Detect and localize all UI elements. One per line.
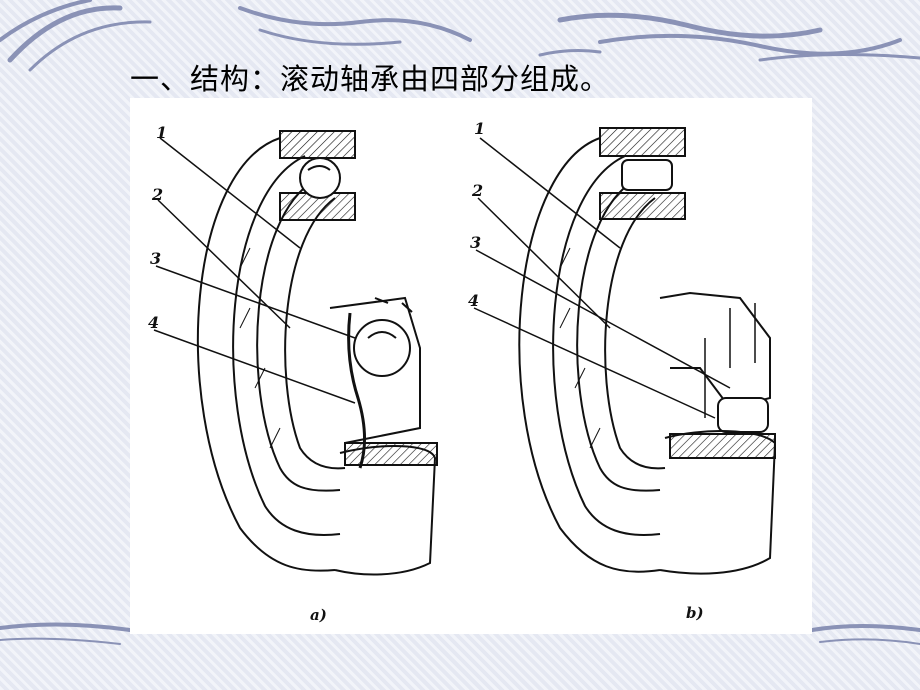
- label-2-b: 2: [471, 181, 483, 200]
- label-4-b: 4: [468, 291, 479, 310]
- leader-line-1-a: [159, 137, 301, 249]
- leader-line-3-a: [155, 265, 356, 339]
- roller-bearing-drawing: [473, 127, 777, 575]
- decorative-swirl-top: [0, 0, 920, 72]
- outer-ring-section-bottom-b: [669, 433, 776, 459]
- inner-ring-inner-edge-a: [284, 197, 346, 470]
- outer-ring-section-top-a: [279, 130, 356, 159]
- leader-line-4-a: [153, 329, 356, 404]
- outer-ring-outer-edge-a: [196, 137, 336, 572]
- leader-line-1-b: [479, 137, 621, 249]
- inner-ring-outer-edge-b: [576, 179, 661, 492]
- leader-line-3-b: [475, 249, 731, 389]
- outer-ring-inner-edge-b: [552, 155, 661, 536]
- outer-ring-section-top-b: [599, 127, 686, 157]
- shading-lines-a: [239, 247, 281, 449]
- slide-title: 一、结构：滚动轴承由四部分组成。: [130, 62, 611, 96]
- bearing-diagram: 1 2 3 4 a) 1 2 3 4 b): [148, 119, 777, 624]
- leader-line-4-b: [473, 307, 716, 419]
- caption-a: a): [310, 606, 327, 624]
- cutaway-outline-b: [659, 291, 771, 410]
- roller-top-b: [621, 159, 673, 191]
- shading-lines-b: [559, 247, 601, 449]
- leader-line-2-b: [477, 197, 611, 329]
- inner-ring-outer-edge-a: [256, 179, 341, 492]
- label-4-a: 4: [148, 313, 159, 332]
- roller-middle-b: [717, 397, 769, 433]
- label-2-a: 2: [151, 185, 163, 204]
- outer-ring-outer-edge-b: [518, 137, 661, 573]
- cage-bars-b: [704, 303, 756, 418]
- decorative-swirl-bottom: [0, 622, 920, 645]
- label-1-a: 1: [156, 123, 167, 142]
- ball-middle-a: [353, 319, 411, 377]
- cutaway-outline-a: [329, 296, 421, 444]
- outer-ring-lower-b: [659, 430, 777, 575]
- label-1-b: 1: [474, 119, 485, 138]
- bearing-figure: 1 2 3 4 a) 1 2 3 4 b): [130, 98, 812, 634]
- ball-top-a: [299, 157, 341, 199]
- inner-ring-inner-edge-b: [604, 197, 666, 470]
- label-3-b: 3: [470, 233, 481, 252]
- leader-line-2-a: [157, 199, 291, 329]
- ball-highlight-top-a: [307, 165, 331, 171]
- ball-highlight-middle-a: [367, 331, 397, 339]
- outer-ring-inner-edge-a: [232, 155, 341, 536]
- cage-tab-a: [374, 297, 413, 313]
- caption-b: b): [686, 604, 704, 622]
- label-3-a: 3: [150, 249, 161, 268]
- inner-ring-section-top-b: [599, 192, 686, 220]
- ball-bearing-drawing: [153, 130, 438, 576]
- outer-ring-section-bottom-a: [344, 442, 438, 466]
